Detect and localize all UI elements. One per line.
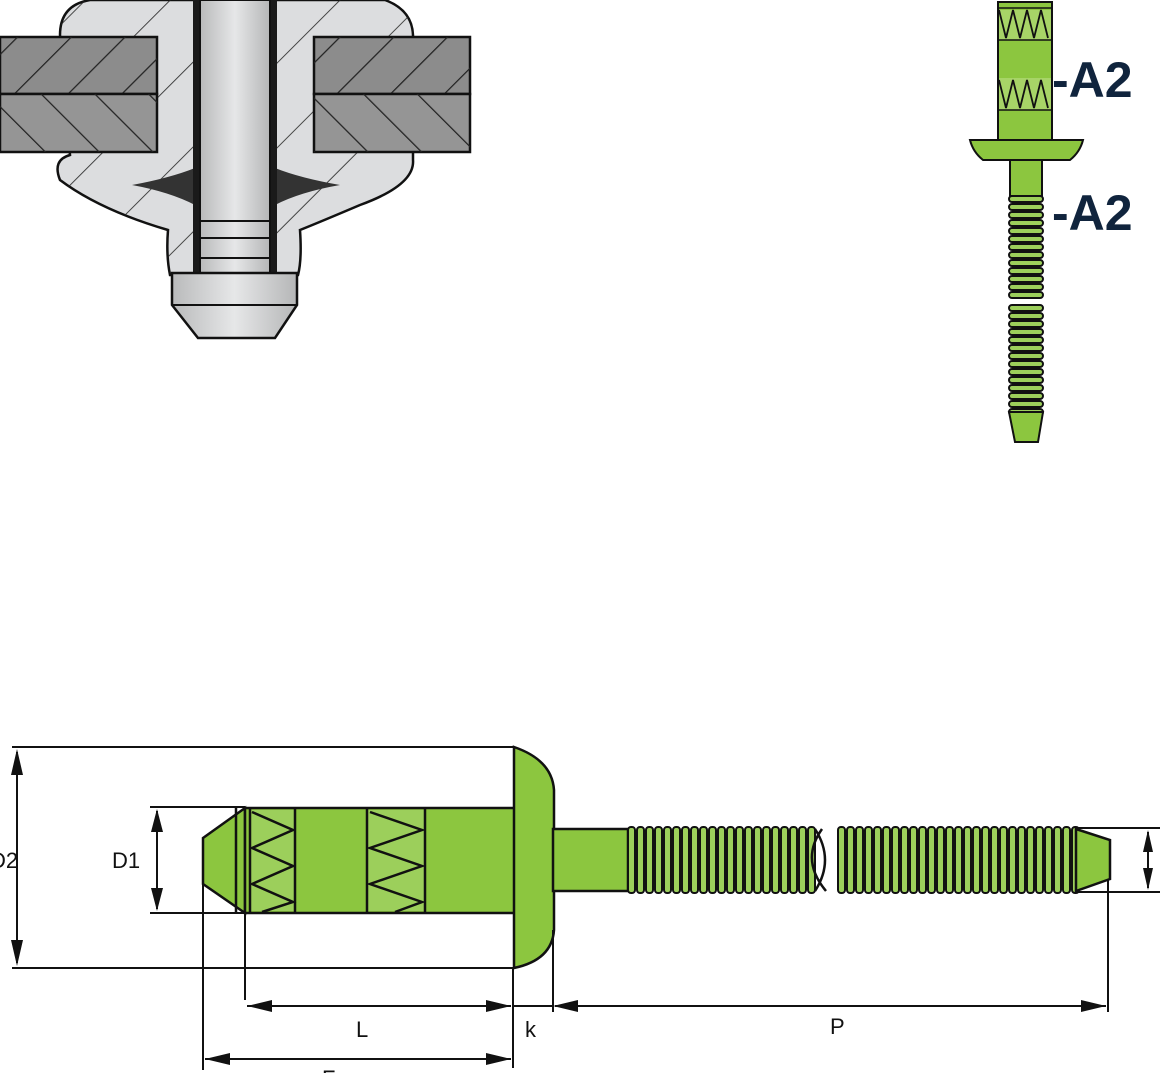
thread-groove (1008, 384, 1044, 392)
thread-groove (882, 826, 891, 894)
thread-groove (1008, 376, 1044, 384)
thread-groove (1008, 203, 1044, 211)
mandrel-threads-right (837, 826, 1080, 894)
thread-groove (936, 826, 945, 894)
thread-groove (681, 826, 690, 894)
rivet-head (512, 745, 556, 970)
thread-groove (1008, 304, 1044, 312)
thread-groove (909, 826, 918, 894)
thread-groove (864, 826, 873, 894)
l-label: L (356, 1017, 368, 1042)
thread-groove (780, 826, 789, 894)
rivet-head-flange (968, 139, 1085, 161)
thread-groove (753, 826, 762, 894)
thread-groove (1008, 251, 1044, 259)
thread-groove (873, 826, 882, 894)
thread-groove (846, 826, 855, 894)
thread-groove (654, 826, 663, 894)
thread-groove (771, 826, 780, 894)
thread-groove (1008, 392, 1044, 400)
thread-groove (1008, 283, 1044, 291)
thread-groove (636, 826, 645, 894)
thread-groove (981, 826, 990, 894)
thread-groove (798, 826, 807, 894)
left-plates (0, 35, 159, 154)
thread-groove (1053, 826, 1062, 894)
thread-groove (690, 826, 699, 894)
thread-groove (762, 826, 771, 894)
thread-groove (999, 826, 1008, 894)
d1-label: D1 (112, 848, 140, 873)
thread-groove (837, 826, 846, 894)
thread-groove (945, 826, 954, 894)
k-label: k (525, 1017, 537, 1042)
mandrel-threads (1008, 195, 1044, 416)
thread-groove (1008, 344, 1044, 352)
thread-groove (1035, 826, 1044, 894)
f-label: F (322, 1066, 335, 1073)
thread-groove (789, 826, 798, 894)
thread-groove (972, 826, 981, 894)
thread-groove (891, 826, 900, 894)
thread-groove (1008, 195, 1044, 203)
thread-groove (627, 826, 636, 894)
mandrel-shank (551, 827, 630, 893)
thread-groove (708, 826, 717, 894)
thread-groove (1008, 291, 1044, 299)
cross-section-view (0, 0, 472, 340)
thread-groove (1008, 211, 1044, 219)
thread-groove (1044, 826, 1053, 894)
d2-label: D2 (0, 848, 18, 873)
thread-groove (855, 826, 864, 894)
thread-groove (726, 826, 735, 894)
thread-groove (1008, 267, 1044, 275)
thread-groove (1008, 243, 1044, 251)
rivet-body-nose (201, 805, 247, 916)
mandrel-threads-left (627, 826, 816, 894)
thread-groove (1008, 227, 1044, 235)
thread-groove (744, 826, 753, 894)
right-plates (312, 35, 472, 154)
break-symbol (810, 828, 827, 892)
thread-groove (1008, 826, 1017, 894)
mandrel-material-label: -A2 (1052, 185, 1133, 241)
thread-groove (717, 826, 726, 894)
thread-groove (645, 826, 654, 894)
thread-groove (927, 826, 936, 894)
body-material-label: -A2 (1052, 52, 1133, 108)
thread-groove (990, 826, 999, 894)
dimension-drawing: D2 D1 (0, 745, 1160, 1073)
mandrel-tip-bottom (1074, 827, 1112, 893)
thread-groove (1008, 336, 1044, 344)
thread-groove (1008, 219, 1044, 227)
mandrel-tip (1007, 411, 1045, 443)
thread-groove (1008, 352, 1044, 360)
thread-groove (672, 826, 681, 894)
side-view-rivet: -A2 -A2 (968, 1, 1133, 443)
thread-groove (1008, 400, 1044, 408)
thread-groove (1008, 328, 1044, 336)
thread-groove (963, 826, 972, 894)
thread-groove (900, 826, 909, 894)
thread-groove (1008, 368, 1044, 376)
lock-collar-flash (132, 168, 195, 205)
thread-groove (1062, 826, 1071, 894)
thread-groove (918, 826, 927, 894)
p-label: P (830, 1014, 845, 1039)
thread-groove (1008, 320, 1044, 328)
thread-groove (699, 826, 708, 894)
thread-groove (1008, 312, 1044, 320)
mandrel-pin (199, 0, 271, 276)
thread-groove (1008, 275, 1044, 283)
thread-groove (1017, 826, 1026, 894)
thread-groove (1008, 235, 1044, 243)
thread-groove (1026, 826, 1035, 894)
thread-groove (1008, 259, 1044, 267)
thread-groove (663, 826, 672, 894)
thread-groove (954, 826, 963, 894)
thread-groove (735, 826, 744, 894)
thread-groove (1008, 360, 1044, 368)
